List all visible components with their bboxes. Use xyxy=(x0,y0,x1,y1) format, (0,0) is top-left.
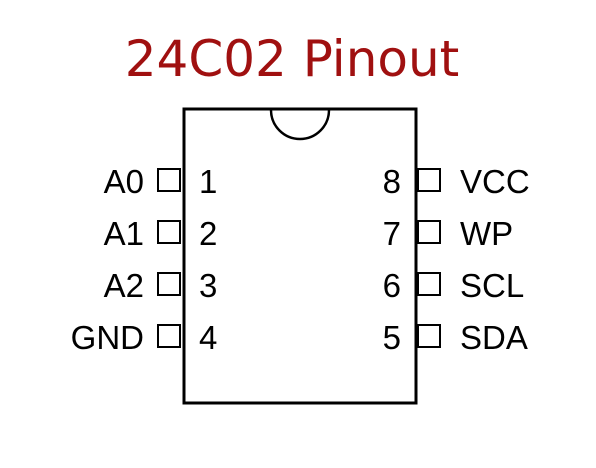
pin-label: GND xyxy=(71,319,144,356)
pin-number: 6 xyxy=(383,267,401,304)
pin-label: A0 xyxy=(104,163,144,200)
pin-number: 7 xyxy=(383,215,401,252)
pin-lead xyxy=(417,220,441,244)
pin-number: 5 xyxy=(383,319,401,356)
pin-label: SDA xyxy=(460,319,528,356)
chip-body xyxy=(182,107,418,405)
diagram-title: 24C02 Pinout xyxy=(125,30,460,88)
pin-lead xyxy=(157,168,181,192)
pin-5: 5 SDA xyxy=(383,319,528,356)
pin-label: A2 xyxy=(104,267,144,304)
pin-lead xyxy=(417,168,441,192)
pin-number: 3 xyxy=(199,267,217,304)
orientation-notch xyxy=(269,109,331,141)
pin-lead xyxy=(157,324,181,348)
pin-label: WP xyxy=(460,215,513,252)
pin-4: 4 GND xyxy=(71,319,218,356)
right-pin-group: 8 VCC 7 WP 6 SCL 5 SDA xyxy=(383,163,530,356)
pin-7: 7 WP xyxy=(383,215,514,252)
pin-3: 3 A2 xyxy=(104,267,218,304)
pin-label: SCL xyxy=(460,267,524,304)
pin-label: A1 xyxy=(104,215,144,252)
pin-number: 4 xyxy=(199,319,217,356)
pin-number: 1 xyxy=(199,163,217,200)
pin-label: VCC xyxy=(460,163,530,200)
pin-number: 2 xyxy=(199,215,217,252)
pin-lead xyxy=(417,324,441,348)
pin-8: 8 VCC xyxy=(383,163,530,200)
chip-package xyxy=(182,107,418,405)
pin-1: 1 A0 xyxy=(104,163,218,200)
pin-2: 2 A1 xyxy=(104,215,218,252)
pin-number: 8 xyxy=(383,163,401,200)
pin-6: 6 SCL xyxy=(383,267,525,304)
pin-lead xyxy=(157,220,181,244)
pin-lead xyxy=(157,272,181,296)
pin-lead xyxy=(417,272,441,296)
left-pin-group: 1 A0 2 A1 3 A2 4 GND xyxy=(71,163,218,356)
